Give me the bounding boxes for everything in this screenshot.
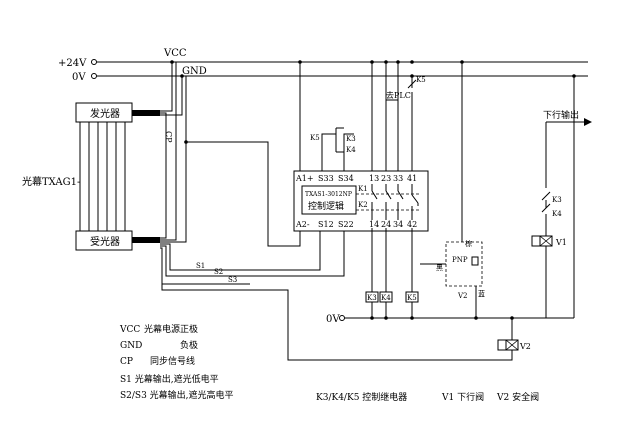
feedback-loop: K5 K3 K4 (310, 127, 356, 171)
cp-label: CP (164, 131, 173, 143)
k4-coil-label: K4 (381, 294, 391, 302)
junction-dot (410, 316, 414, 320)
legend-cp-desc: 同步信号线 (150, 355, 195, 367)
k5-feedback-label: K5 (310, 134, 320, 142)
k3-feedback-label: K3 (346, 135, 356, 143)
plc-branch: K5 去PLC (386, 76, 426, 171)
term-a1: A1+ (295, 174, 314, 183)
legend-vcc-code: VCC (119, 325, 140, 335)
junction-dot (184, 140, 188, 144)
legend-s23: S2/S3 光幕输出,遮光高电平 (120, 389, 234, 401)
k1-label: K1 (358, 185, 368, 193)
s1-wire (160, 228, 321, 271)
emitter-connector (132, 110, 160, 116)
k4-v1-label: K4 (552, 210, 562, 218)
v1-branch: 下行输出 K3 K4 V1 (531, 109, 592, 318)
legend-vcc-desc: 光幕电源正极 (144, 323, 198, 335)
pnp-sensor: 棕 PNP 黑 蓝 V2 (420, 62, 485, 318)
v2-label: V2 (519, 342, 531, 351)
junction-dot (370, 316, 374, 320)
legend-gnd-desc: 负极 (180, 339, 198, 351)
k2-label: K2 (358, 201, 368, 209)
legend-v2: V2 安全阀 (496, 391, 539, 403)
zero-v-top-label: 0V (72, 72, 86, 83)
term-42: 42 (407, 220, 417, 229)
s3-label: S3 (228, 276, 237, 284)
term-24: 24 (381, 220, 391, 229)
term-s22: S22 (338, 220, 354, 229)
s33-wire (321, 133, 336, 171)
k5-top-contact (407, 79, 417, 89)
k3-coil-label: K3 (367, 294, 377, 302)
safety-controller: A1+ S33 S34 13 23 33 41 A2- S12 S22 14 2… (293, 62, 429, 232)
s3-wire (160, 247, 250, 285)
zero-v-bottom-terminal (339, 315, 345, 321)
receiver-vcc-wire (160, 62, 177, 241)
v2-branch: V2 (497, 318, 531, 361)
term-s33: S33 (318, 174, 334, 183)
term-13: 13 (369, 174, 379, 183)
legend-cp-code: CP (120, 357, 133, 367)
legend: VCC 光幕电源正极 GND 负极 CP 同步信号线 S1 光幕输出,遮光低电平… (119, 323, 539, 403)
v1-label: V1 (555, 238, 567, 247)
light-curtain: 发光器 受光器 光幕TXAG1- CP S1 S2 S3 (22, 62, 500, 361)
to-plc-label: 去PLC (386, 90, 411, 100)
k3-v1-label: K3 (552, 196, 562, 204)
term-41: 41 (407, 174, 417, 183)
zero-v-top-terminal (91, 73, 97, 79)
curtain-name: 光幕TXAG1- (22, 175, 80, 188)
term-14: 14 (369, 220, 379, 229)
legend-relays: K3/K4/K5 控制继电器 (316, 391, 407, 403)
logic-box (301, 185, 357, 215)
plus24v-terminal (91, 59, 97, 65)
logic-label: 控制逻辑 (308, 200, 344, 212)
s1-label: S1 (196, 262, 205, 270)
term-33: 33 (393, 174, 403, 183)
power-rails: +24V 0V VCC GND (58, 48, 588, 83)
s3-to-v2-wire (161, 284, 500, 361)
k5-coil-label: K5 (407, 294, 417, 302)
legend-gnd-code: GND (120, 341, 142, 351)
receiver-label: 受光器 (90, 235, 120, 248)
junction-dot (384, 316, 388, 320)
gnd-to-a2-wire (186, 141, 301, 247)
sensor-pnp-label: PNP (452, 256, 468, 264)
cp-sync-wire (160, 112, 167, 239)
sensor-v2-label: V2 (457, 292, 468, 300)
receiver-gnd-wire (160, 76, 187, 243)
junction-dot (410, 60, 414, 64)
k5-top-label: K5 (416, 76, 426, 84)
legend-s1: S1 光幕输出,遮光低电平 (120, 373, 219, 385)
k3-v1-contact (541, 191, 551, 201)
plus24v-label: +24V (58, 58, 87, 69)
term-a2: A2- (295, 220, 310, 229)
s34-wire (343, 133, 354, 171)
contacts (371, 184, 419, 220)
emitter-vcc-wire (160, 62, 173, 112)
k4-feedback-label: K4 (346, 146, 356, 154)
s2-wire (160, 228, 345, 277)
legend-v1: V1 下行阀 (441, 391, 484, 403)
sensor-brown-label: 棕 (465, 239, 472, 248)
sensor-black-label: 黑 (436, 264, 443, 272)
emitter-gnd-wire (160, 76, 183, 116)
term-23: 23 (381, 174, 391, 183)
emitter-label: 发光器 (90, 107, 120, 120)
down-output-label: 下行输出 (543, 109, 579, 121)
term-34: 34 (393, 220, 403, 229)
vcc-label: VCC (163, 48, 187, 59)
receiver-connector (132, 237, 160, 243)
gnd-label: GND (182, 66, 207, 77)
zero-v-bottom-label: 0V (326, 314, 340, 325)
k4-v1-contact (541, 203, 551, 213)
term-s12: S12 (318, 220, 334, 229)
sensor-blue-label: 蓝 (478, 289, 485, 298)
output-arrow-icon (584, 118, 592, 126)
term-s34: S34 (338, 174, 354, 183)
controller-model: TXAS1-3012NP (305, 191, 352, 198)
relay-coils: K3 K4 K5 (365, 228, 419, 318)
s2-label: S2 (214, 268, 223, 276)
